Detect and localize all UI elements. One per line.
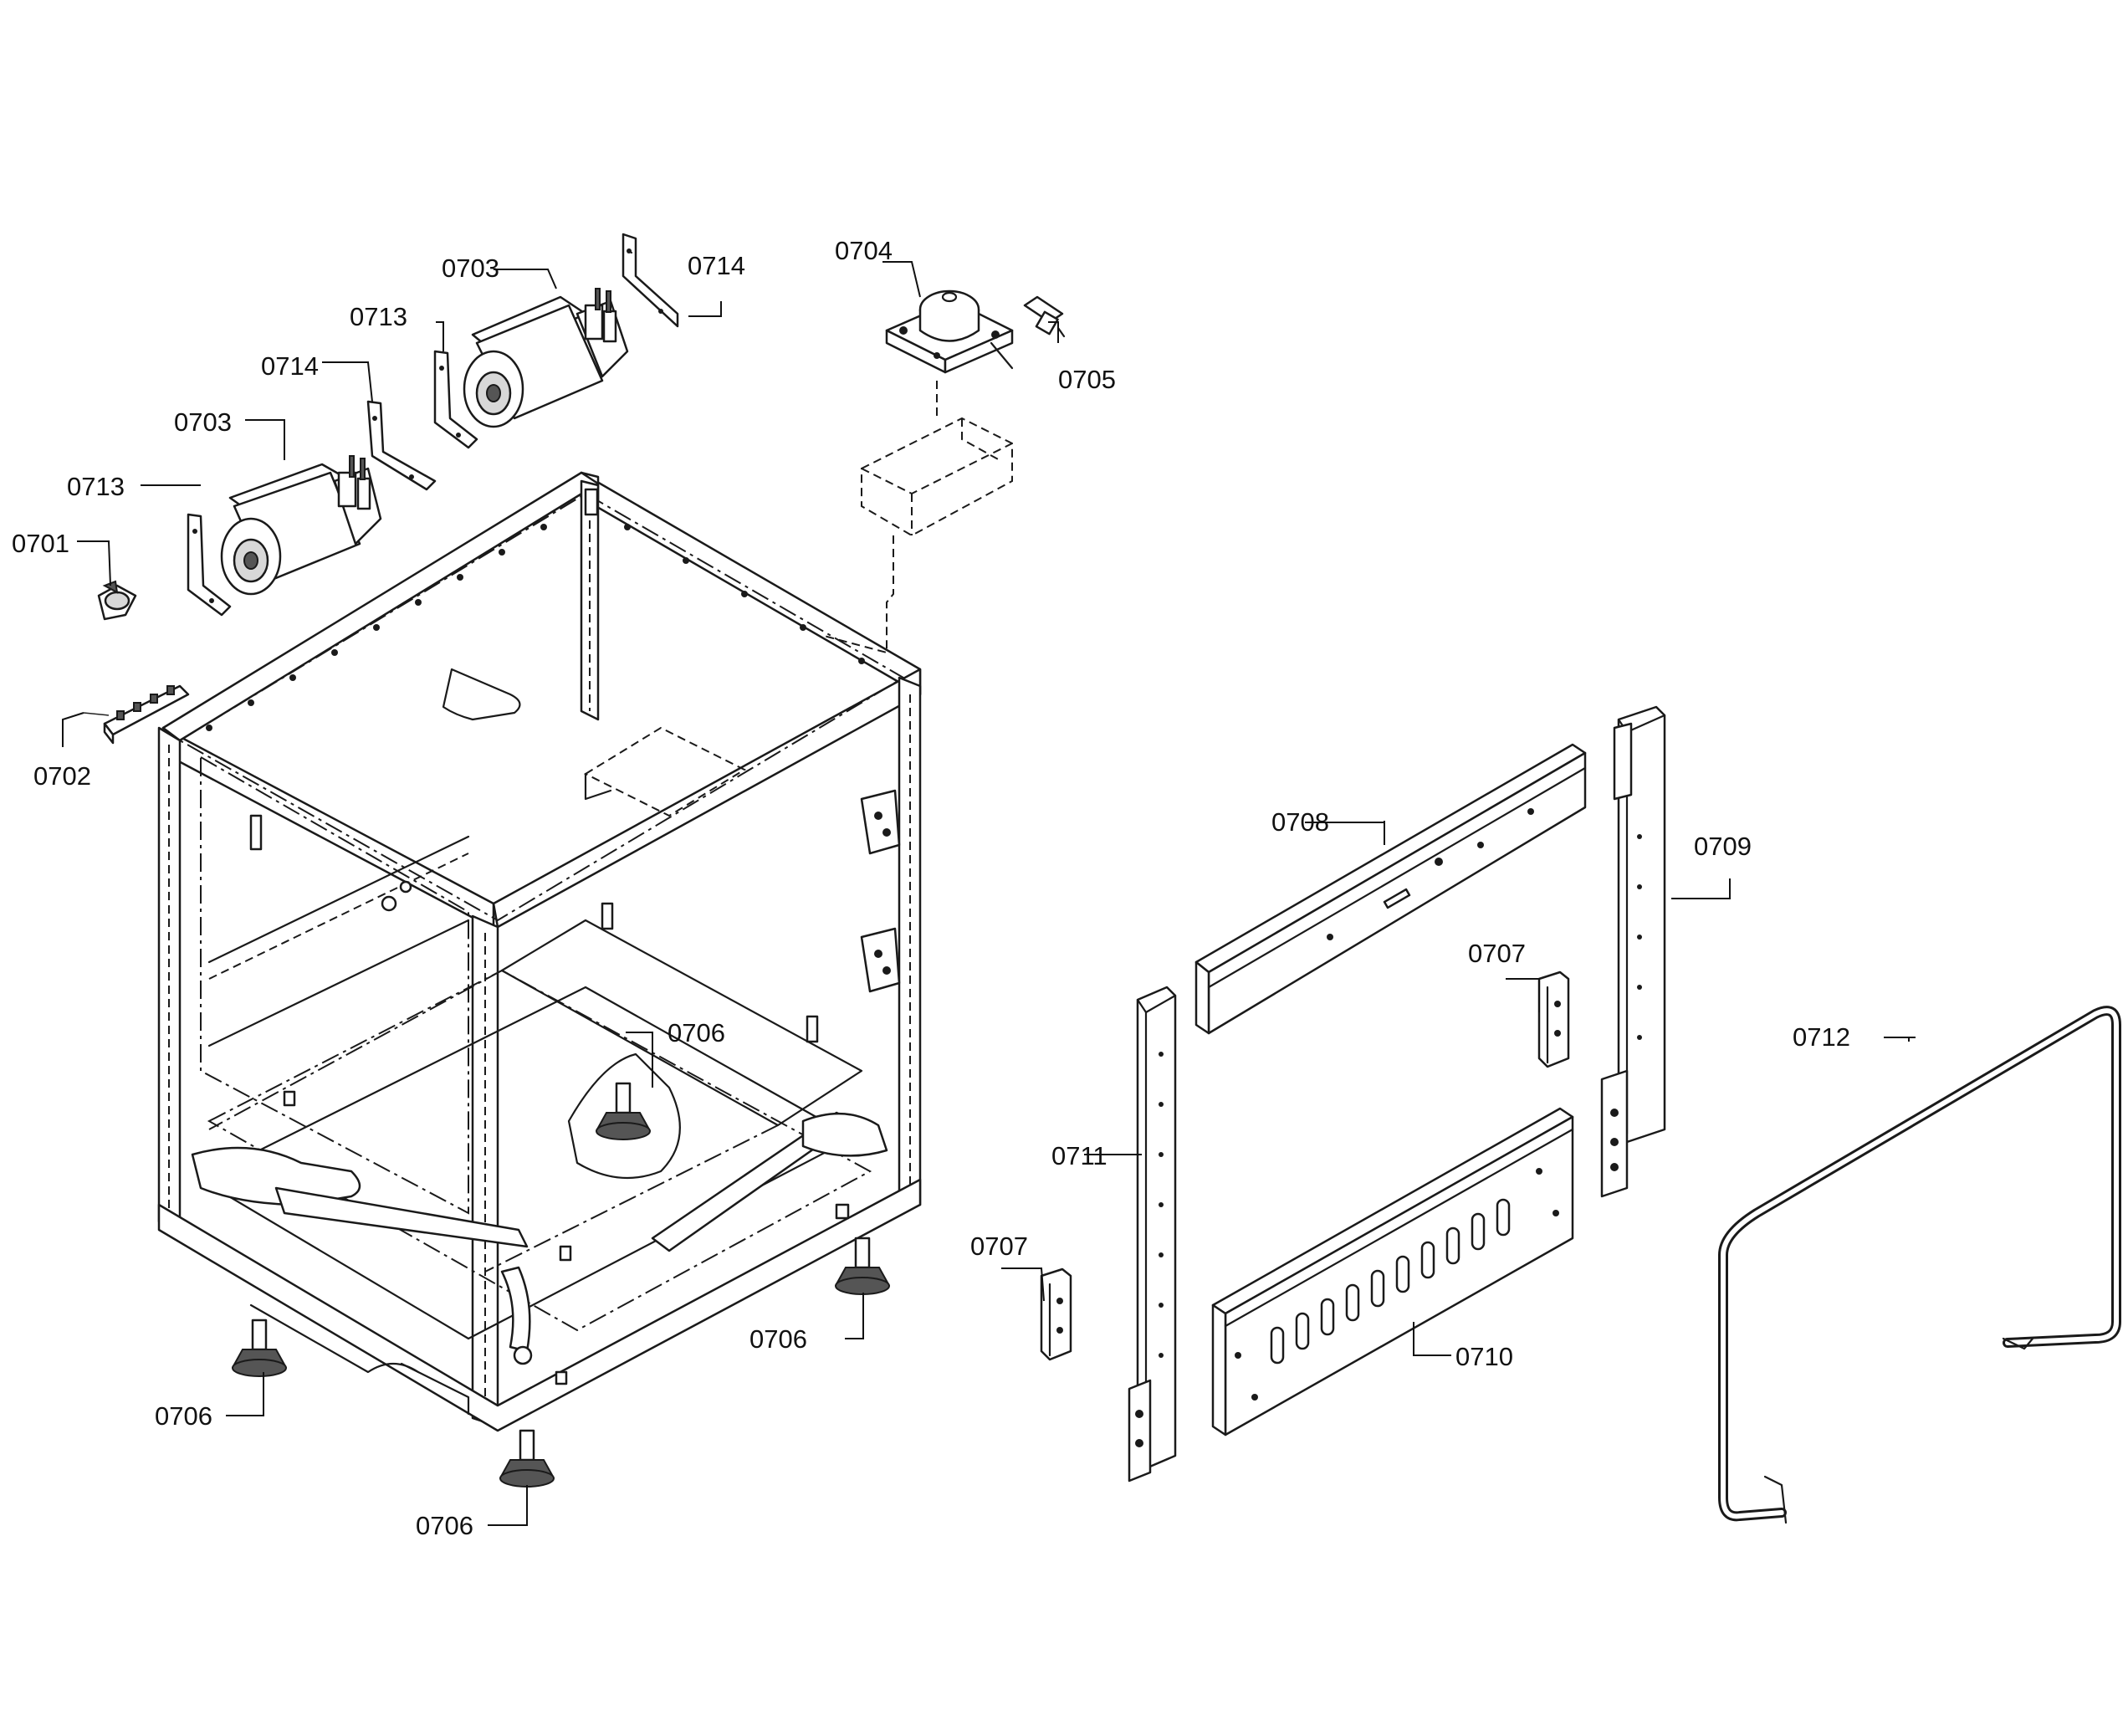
part-0706-leveling-foot-left (232, 1319, 287, 1377)
part-0708-top-panel (1194, 743, 1587, 1035)
leader-lines (62, 261, 1916, 1526)
label-0706-left: 0706 (155, 1401, 212, 1431)
label-0707-upper: 0707 (1468, 939, 1526, 968)
part-0709-right-rail (1600, 705, 1666, 1198)
assembly-guide-lines (823, 535, 894, 654)
part-0713-bracket-upper (433, 350, 478, 449)
label-0706-bottom: 0706 (416, 1511, 473, 1540)
label-0703-upper: 0703 (442, 253, 499, 283)
part-0714-bracket-lower (366, 400, 437, 491)
label-0714-lower: 0714 (261, 351, 319, 381)
label-0711: 0711 (1051, 1141, 1107, 1170)
part-0702-terminal-block (83, 684, 190, 745)
part-0711-left-rail (1128, 986, 1177, 1483)
mounting-tray (861, 381, 1013, 537)
part-0713-bracket-lower (187, 513, 232, 617)
part-0707-hinge-upper (1537, 970, 1570, 1068)
part-labels: 0703 0714 0713 0714 0703 0713 0701 0702 … (12, 236, 1850, 1540)
label-0706-right: 0706 (749, 1324, 807, 1354)
label-0704: 0704 (835, 236, 893, 265)
part-0704-motor (885, 289, 1014, 374)
part-0706-leveling-foot-center (567, 1052, 681, 1180)
part-0703-fan-motor-upper (463, 288, 629, 428)
label-0709: 0709 (1694, 832, 1752, 861)
part-0706-leveling-foot-bottom (499, 1429, 555, 1488)
part-0701-thermostat (97, 580, 137, 621)
label-0708: 0708 (1271, 807, 1329, 837)
label-0701: 0701 (12, 529, 69, 558)
part-0710-vent-panel (1211, 1107, 1574, 1436)
label-0713-upper: 0713 (350, 302, 407, 331)
part-0705-plug (1023, 295, 1066, 338)
label-0710: 0710 (1455, 1342, 1513, 1371)
part-0714-bracket-upper (622, 233, 679, 328)
label-0714-upper: 0714 (688, 251, 745, 280)
label-0712: 0712 (1793, 1022, 1850, 1052)
part-0706-leveling-foot-right (835, 1237, 890, 1295)
label-0706-center: 0706 (668, 1018, 725, 1047)
part-0707-hinge-lower (1040, 1267, 1072, 1361)
part-0712-handle (1718, 1006, 2121, 1524)
label-0703-lower: 0703 (174, 407, 232, 437)
label-0713-lower: 0713 (67, 472, 125, 501)
label-0705: 0705 (1058, 365, 1116, 394)
label-0702: 0702 (33, 761, 91, 791)
label-0707-lower: 0707 (970, 1232, 1028, 1261)
cabinet-frame (157, 471, 922, 1432)
part-0703-fan-motor-lower (220, 455, 382, 596)
